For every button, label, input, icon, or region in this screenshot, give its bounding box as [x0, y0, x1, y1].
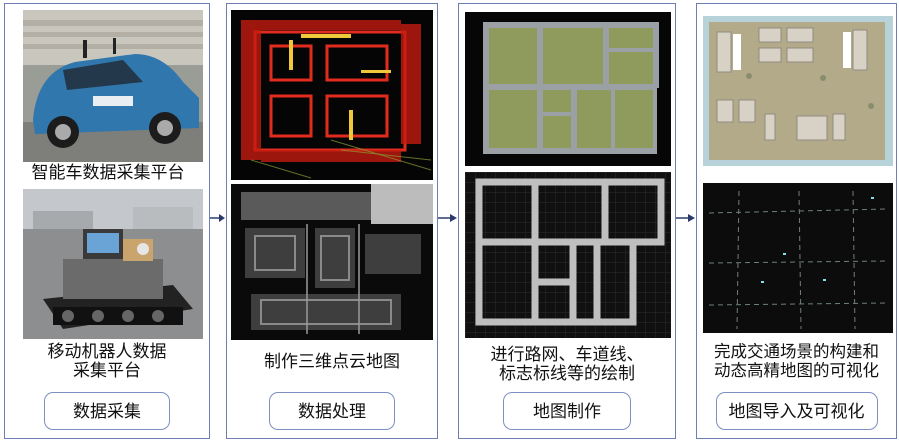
data-processing-button[interactable]: 数据处理	[269, 392, 395, 430]
road-drawing-caption: 进行路网、车道线、 标志标线等的绘制	[490, 345, 644, 384]
point-cloud-grayscale-image	[231, 184, 433, 340]
hd-map-visualization-image	[703, 183, 893, 333]
traffic-scene-3d-image	[703, 16, 893, 166]
data-collection-button[interactable]: 数据采集	[44, 392, 170, 430]
scene-visualization-caption: 完成交通场景的构建和 动态高精地图的可视化	[714, 342, 879, 380]
point-cloud-caption: 制作三维点云地图	[264, 352, 400, 372]
map-making-button[interactable]: 地图制作	[503, 392, 631, 430]
road-network-colored-image	[465, 12, 671, 166]
road-network-grid-image	[465, 172, 671, 338]
arrow-right-icon	[676, 212, 696, 224]
mobile-robot-caption: 移动机器人数据 采集平台	[47, 342, 167, 381]
stage-map-visualization: 完成交通场景的构建和 动态高精地图的可视化 地图导入及可视化	[696, 3, 897, 439]
stage-map-making: 进行路网、车道线、 标志标线等的绘制 地图制作	[458, 3, 676, 439]
arrow-right-icon	[210, 212, 226, 224]
stage-data-processing: 制作三维点云地图 数据处理	[226, 3, 438, 439]
point-cloud-heatmap-image	[231, 10, 433, 180]
stage-data-collection: 智能车数据采集平台 移动机器人数据 采集平台 数据采集	[4, 3, 210, 439]
map-import-visualization-button[interactable]: 地图导入及可视化	[715, 392, 878, 430]
smart-car-caption: 智能车数据采集平台	[31, 163, 185, 183]
mobile-robot-photo	[23, 189, 203, 339]
smart-car-photo	[23, 10, 203, 162]
arrow-right-icon	[438, 212, 458, 224]
